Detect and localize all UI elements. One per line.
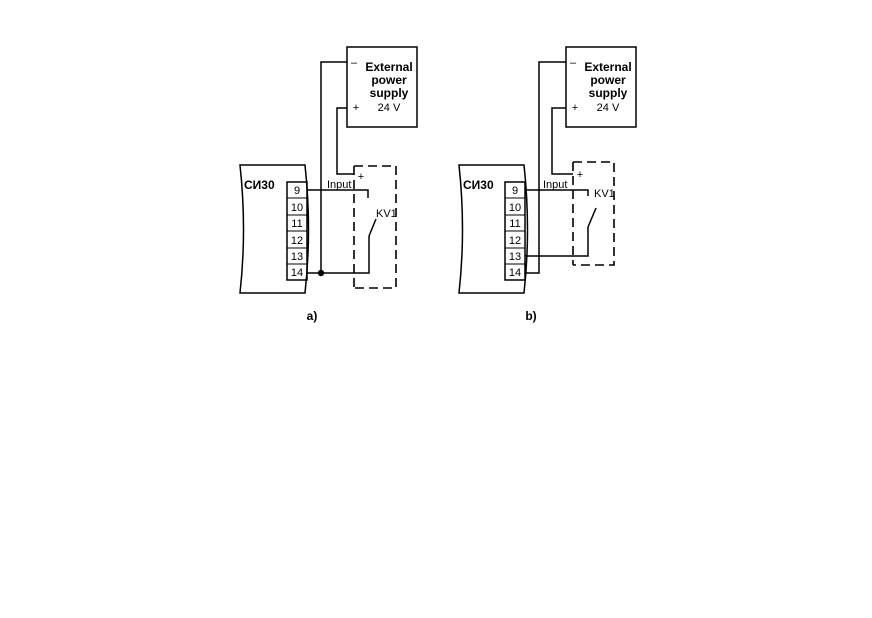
sensor-plus-label: +	[358, 171, 364, 183]
sensor-dashed-box	[353, 165, 397, 289]
minus-wire	[525, 61, 566, 274]
common-wire-14	[307, 236, 370, 274]
power-supply-line3: supply	[589, 86, 628, 100]
input-label: Input	[327, 179, 351, 191]
relay-lead-top	[573, 189, 589, 196]
terminal-13: 13	[291, 251, 303, 263]
minus-wire	[320, 61, 347, 273]
junction-dot	[317, 269, 325, 277]
terminal-10: 10	[291, 202, 303, 214]
power-supply-voltage: 24 V	[597, 102, 620, 114]
panel-caption: a)	[307, 309, 318, 323]
power-supply-line1: External	[365, 60, 412, 74]
terminal-block: 9 10 11 12 13 14	[286, 181, 308, 281]
input-label: Input	[543, 179, 567, 191]
relay-label: KV1	[594, 188, 615, 200]
terminal-12: 12	[291, 235, 303, 247]
relay-lead-top	[354, 189, 369, 198]
plus-wire	[336, 107, 354, 175]
terminal-12: 12	[509, 235, 521, 247]
device-body	[458, 164, 529, 294]
relay-wire-13	[525, 227, 589, 257]
plus-wire	[551, 107, 573, 175]
minus-terminal-label: –	[351, 57, 358, 69]
plus-terminal-label: +	[353, 102, 359, 114]
terminal-10: 10	[509, 202, 521, 214]
panel-a: External power supply 24 V – + СИ30 9 10…	[239, 46, 418, 323]
terminal-9: 9	[294, 185, 300, 197]
terminal-11: 11	[509, 218, 520, 230]
terminal-block: 9 10 11 12 13 14	[504, 181, 526, 281]
power-supply-voltage: 24 V	[378, 102, 401, 114]
terminal-14: 14	[291, 267, 303, 279]
device-label: СИ30	[244, 178, 275, 192]
terminal-13: 13	[509, 251, 521, 263]
power-supply-box	[346, 46, 418, 128]
power-supply-line1: External	[584, 60, 631, 74]
sensor-plus-label: +	[577, 169, 583, 181]
plus-terminal-label: +	[572, 102, 578, 114]
terminal-11: 11	[291, 218, 302, 230]
relay-contact	[587, 207, 597, 228]
power-supply-line2: power	[371, 73, 407, 87]
relay-label: KV1	[376, 208, 397, 220]
power-supply-box	[565, 46, 637, 128]
relay-contact	[368, 218, 377, 237]
minus-terminal-label: –	[570, 57, 577, 69]
panel-caption: b)	[525, 309, 536, 323]
device-label: СИ30	[463, 178, 494, 192]
sensor-dashed-box	[572, 161, 615, 266]
power-supply-line2: power	[590, 73, 626, 87]
terminal-9: 9	[512, 185, 518, 197]
power-supply-line3: supply	[370, 86, 409, 100]
terminal-14: 14	[509, 267, 521, 279]
panel-b: External power supply 24 V – + СИ30 9 10…	[458, 46, 637, 323]
